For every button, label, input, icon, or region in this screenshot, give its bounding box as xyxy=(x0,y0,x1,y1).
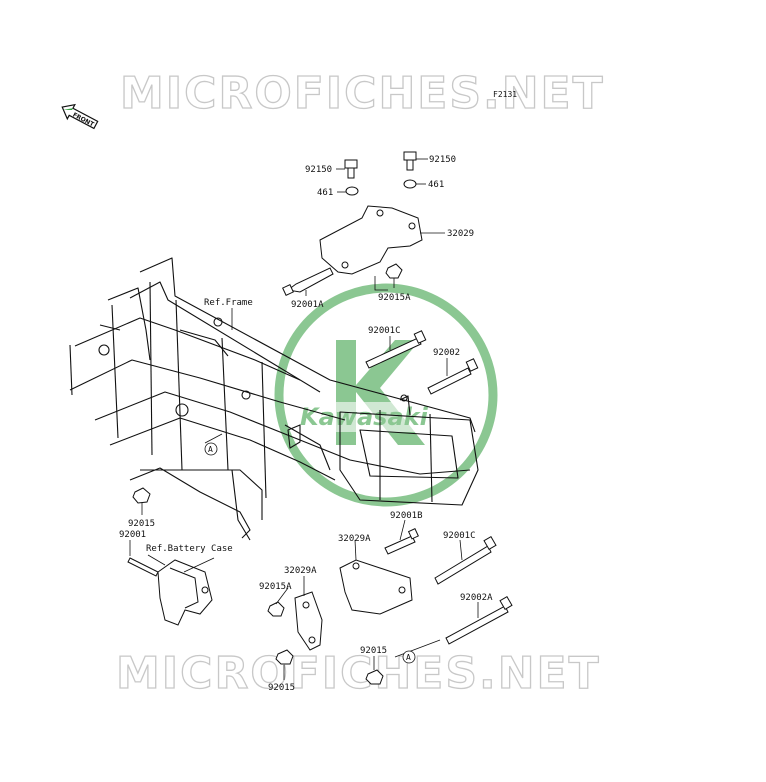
front-arrow-icon: FRONT xyxy=(61,103,99,130)
part-label-92001C-top: 92001C xyxy=(368,326,401,336)
bolt-92150-left xyxy=(344,159,358,179)
part-label-92015-mid: 92015 xyxy=(360,646,387,656)
watermark-bottom: MICROFICHES.NET xyxy=(116,648,601,699)
part-label-32029A-top: 32029A xyxy=(338,534,371,544)
nut-92015-bottom xyxy=(275,649,294,665)
part-label-92001B: 92001B xyxy=(390,511,423,521)
part-label-92150-left: 92150 xyxy=(305,165,332,175)
bracket-32029A-top xyxy=(339,559,413,615)
bolt-92001 xyxy=(127,557,159,577)
part-label-92002: 92002 xyxy=(433,348,460,358)
leader-lines xyxy=(129,158,479,680)
bolt-92001C-bottom xyxy=(434,535,497,585)
svg-text:A: A xyxy=(406,653,411,662)
bolt-92001A xyxy=(282,267,334,296)
logo-brand: Kawasaki xyxy=(300,403,429,431)
washer-461-right xyxy=(403,179,417,189)
svg-text:A: A xyxy=(208,445,213,454)
frame-drawing xyxy=(69,257,479,541)
marker-a-lower: A xyxy=(402,650,416,664)
bracket-32029 xyxy=(319,205,423,275)
nut-92015A-bottom xyxy=(267,601,285,617)
bolt-92001C-top xyxy=(365,330,427,369)
part-label-92002A: 92002A xyxy=(460,593,493,603)
part-label-92015A-bottom: 92015A xyxy=(259,582,292,592)
part-label-92001C-bottom: 92001C xyxy=(443,531,476,541)
part-label-32029A-left: 32029A xyxy=(284,566,317,576)
part-label-461-left: 461 xyxy=(317,188,333,198)
watermark-top: MICROFICHES.NET xyxy=(120,68,605,119)
ref-frame-label: Ref.Frame xyxy=(204,298,253,308)
part-label-92150-right: 92150 xyxy=(429,155,456,165)
part-label-461-right: 461 xyxy=(428,180,444,190)
kawasaki-logo: Kawasaki xyxy=(274,283,498,507)
nut-92015-left xyxy=(132,487,151,504)
washer-461-left xyxy=(345,186,359,196)
battery-case-bracket xyxy=(157,559,213,626)
nut-92015A-top xyxy=(385,263,403,279)
part-label-92015A-top: 92015A xyxy=(378,293,411,303)
nut-92015-mid xyxy=(365,669,384,685)
part-label-32029: 32029 xyxy=(447,229,474,239)
bolt-92150-right xyxy=(403,151,417,171)
bolt-92001B xyxy=(384,528,419,555)
marker-a-frame: A xyxy=(204,442,218,456)
part-label-92001: 92001 xyxy=(119,530,146,540)
bolt-92002 xyxy=(427,358,479,395)
bracket-32029A-left xyxy=(294,591,323,651)
figure-code: F2131 xyxy=(493,90,517,99)
part-label-92001A: 92001A xyxy=(291,300,324,310)
bolt-92002A xyxy=(445,595,513,645)
part-label-92015-left: 92015 xyxy=(128,519,155,529)
ref-battery-case-label: Ref.Battery Case xyxy=(146,544,233,554)
part-label-92015-bottom: 92015 xyxy=(268,683,295,693)
